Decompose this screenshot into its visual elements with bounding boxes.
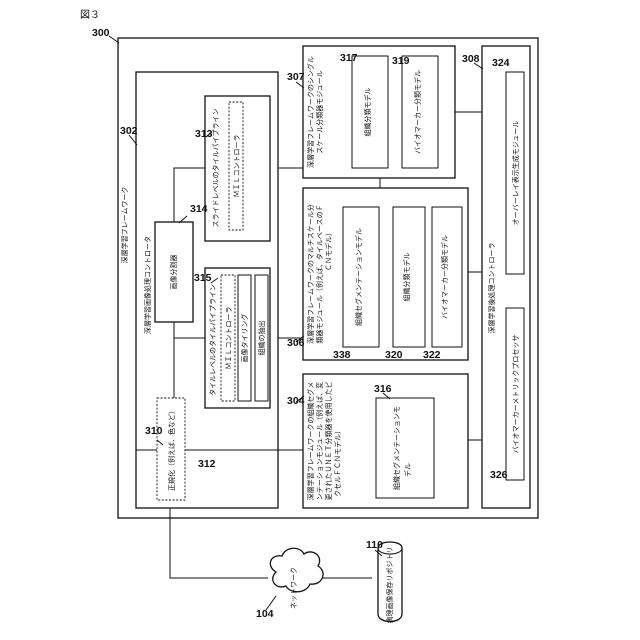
ref-306: 306 <box>287 337 305 349</box>
biomarker-model-319-label: バイオマーカー分類モデル <box>413 70 422 154</box>
ref-317: 317 <box>340 52 358 64</box>
multiscale-label-2: 類器モジュール（例えば、タイルベースのＦ <box>315 204 324 343</box>
tissue-extraction-label: 組織の抽出 <box>257 321 266 356</box>
single-scale-label-1: 深層学習フレームワークのシングル <box>306 56 315 168</box>
ref-300: 300 <box>92 27 110 39</box>
ref-304: 304 <box>287 395 305 407</box>
image-tiling-label: 画像タイリング <box>240 314 249 363</box>
ref-314: 314 <box>190 203 208 215</box>
tissue-class-model-317-label: 組織分類モデル <box>363 88 372 137</box>
network-label: ネットワーク <box>290 567 298 609</box>
seg-module-label-4: クセルＦＣＮモデル） <box>333 427 342 497</box>
seg-module-label-3: 更されたＵＮＥＴ分類器を使用したピ <box>324 382 333 501</box>
overlay-module-label: オーバーレイ表示生成モジュール <box>511 121 520 225</box>
ref-320: 320 <box>385 349 403 361</box>
ref-322: 322 <box>423 349 441 361</box>
ref-310: 310 <box>145 425 163 437</box>
image-proc-label: 深層学習画像処理コントロータ <box>143 236 152 334</box>
normalization-label: 正規化（例えば、色など） <box>167 407 176 491</box>
ref-104: 104 <box>256 608 274 620</box>
tile-level-pipeline-label: タイルレベルのタイルパイプライン <box>208 284 217 396</box>
ref-319: 319 <box>392 55 410 67</box>
database-label: 病理画像保存リポジトリ <box>385 547 394 624</box>
mil-controller-315-label: ＭＩＬコントローラ <box>225 307 233 370</box>
ref-324: 324 <box>492 57 510 69</box>
tissue-seg-model-316 <box>376 398 434 498</box>
ref-315: 315 <box>194 272 212 284</box>
seg-module-label-1: 深層学習フレームワークの組織セグメ <box>306 382 315 501</box>
ref-308: 308 <box>462 53 480 65</box>
tissue-class-model-320-label: 組織分類モデル <box>402 253 411 302</box>
framework-label: 深層学習フレームワーク <box>120 187 129 264</box>
ref-307: 307 <box>287 71 305 83</box>
slide-tile-pipeline-label: スライドレベルのタイルパイプライン <box>211 109 220 228</box>
multiscale-label-3: ＣＮモデル） <box>324 229 333 271</box>
image-splitter-label: 画像分割器 <box>169 255 178 290</box>
biomarker-metric-label: バイオマーカーメトリックプロセッサ <box>512 335 520 454</box>
ref-110: 110 <box>366 539 383 551</box>
multiscale-label-1: 深層学習フレームワークのマルチスケール分 <box>306 204 315 344</box>
figure-label: 図３ <box>80 9 100 21</box>
tissue-seg-model-316-label-1: 組織セグメンテーションモ <box>392 406 401 490</box>
seg-module-label-2: ンテーションモジュール（例えば、変 <box>315 382 324 500</box>
ref-326: 326 <box>490 469 508 481</box>
mil-controller-313-label: ＭＩＬコントローラ <box>233 135 241 198</box>
post-processing-label: 深層学習後処理コントローラ <box>487 243 496 334</box>
ref-338: 338 <box>333 349 351 361</box>
biomarker-model-322-label: バイオマーカー分類モデル <box>440 235 449 319</box>
tissue-seg-model-338-label: 組織セグメンテーションモデル <box>354 228 363 326</box>
tissue-seg-model-316-label-2: デル <box>403 463 412 477</box>
ref-312: 312 <box>198 458 216 470</box>
single-scale-label-2: スケール分類器モジュール <box>315 70 324 154</box>
